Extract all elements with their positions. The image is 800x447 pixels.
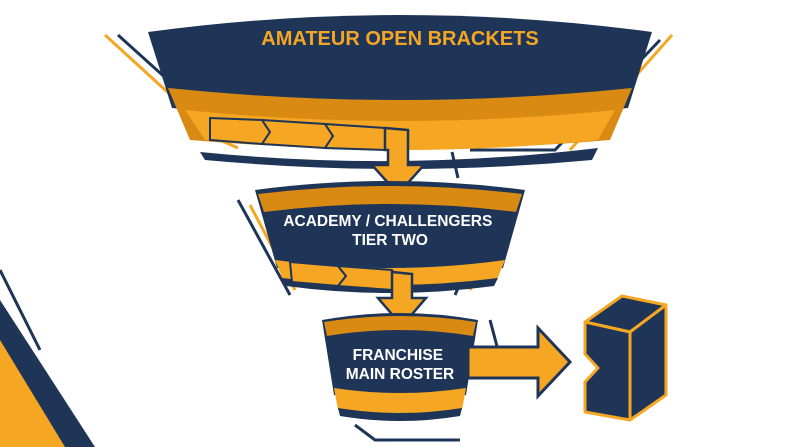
tier-label-franchise: FRANCHISE MAIN ROSTER xyxy=(346,347,455,383)
funnel-tier-amateur: AMATEUR OPEN BRACKETS xyxy=(148,15,652,196)
tier-label-academy: ACADEMY / CHALLENGERS TIER TWO xyxy=(283,213,496,249)
funnel-tier-franchise: FRANCHISE MAIN ROSTER xyxy=(322,313,478,421)
right-arrow-icon xyxy=(466,324,573,400)
chevron-arrows-track-2 xyxy=(288,260,400,292)
funnel-tier-academy: ACADEMY / CHALLENGERS TIER TWO xyxy=(255,181,525,328)
corner-decoration xyxy=(0,269,95,447)
down-arrow-1-icon xyxy=(369,126,427,196)
block-goal-icon xyxy=(583,294,668,422)
tier-label-amateur: AMATEUR OPEN BRACKETS xyxy=(261,28,538,50)
down-arrow-2-icon xyxy=(375,270,429,328)
